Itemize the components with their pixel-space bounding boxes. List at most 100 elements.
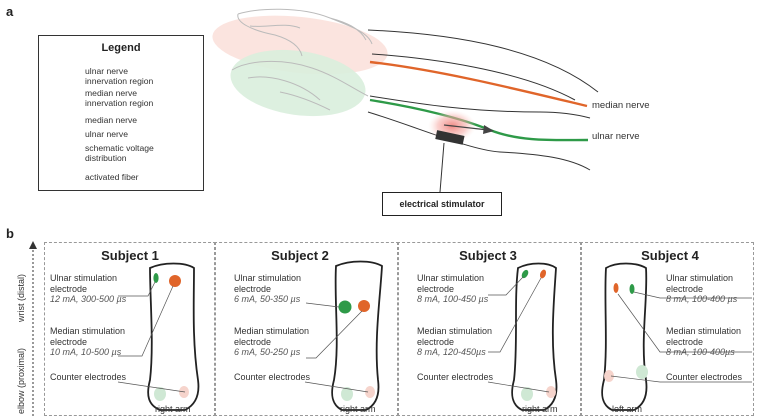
- subject-4-counter-electrode-ulnar: [636, 365, 648, 379]
- median-label: electrode: [50, 336, 88, 347]
- median-label: electrode: [234, 336, 272, 347]
- subject-1-counter-leader: [117, 381, 186, 393]
- activated-fiber-arrowhead: [483, 125, 494, 134]
- ulnar-params: 8 mA, 100-400 µs: [666, 294, 738, 304]
- activated-fiber-arrow: [443, 124, 489, 131]
- median-params: 6 mA, 50-250 µs: [234, 347, 301, 357]
- legend-label: innervation region: [85, 76, 154, 86]
- subject-2-counter-label: Counter electrodes: [234, 372, 311, 382]
- legend-label: ulnar nerve: [85, 66, 128, 76]
- legend-label: distribution: [85, 153, 127, 163]
- upper-arm-outline-2: [367, 29, 599, 93]
- subject-3-median-electrode: [539, 269, 547, 279]
- ulnar-nerve-label: ulnar nerve: [592, 131, 640, 142]
- subject-4-box: [580, 242, 754, 416]
- subject-4-ulnar-electrode: [629, 284, 635, 294]
- subject-3-median-annotation: Median stimulation electrode 8 mA, 120-4…: [417, 326, 492, 358]
- subject-2-median-electrode: [358, 300, 370, 312]
- upper-hand-outline: [237, 8, 373, 57]
- subject-3-counter-label: Counter electrodes: [417, 372, 494, 382]
- legend-item-median-nerve: median nerve: [85, 115, 137, 125]
- subject-3-counter-electrode-ulnar: [521, 387, 533, 401]
- ulnar-params: 6 mA, 50-350 µs: [234, 294, 301, 304]
- legend-item-ulnar-nerve: ulnar nerve: [85, 129, 128, 139]
- subject-2-title: Subject 2: [271, 248, 329, 263]
- subject-2-counter-electrode-ulnar: [341, 387, 353, 401]
- subject-1-title: Subject 1: [101, 248, 159, 263]
- subject-4-median-annotation: Median stimulation electrode 8 mA, 100-4…: [666, 326, 741, 358]
- lower-arm-outline-2: [369, 95, 591, 119]
- median-nerve-label: median nerve: [592, 100, 650, 111]
- subject-1-median-electrode: [169, 275, 181, 287]
- stimulator-lead: [439, 142, 445, 193]
- proximal-distal-axis: [29, 241, 37, 416]
- median-label: Median stimulation: [666, 326, 742, 336]
- legend-item-activated-fiber: activated fiber: [85, 172, 139, 182]
- subject-2-median-leader: [306, 310, 363, 359]
- subject-1-counter-label: Counter electrodes: [50, 372, 127, 382]
- subject-4-forearm: [601, 262, 648, 411]
- ulnar-label: Ulnar stimulation: [234, 273, 302, 283]
- subject-3-forearm: [511, 262, 558, 411]
- ulnar-label: electrode: [234, 283, 272, 294]
- subject-1-ulnar-electrode: [153, 273, 159, 283]
- subject-3-title: Subject 3: [459, 248, 517, 263]
- median-label: Median stimulation: [417, 326, 493, 336]
- legend-label: ulnar nerve: [85, 129, 128, 139]
- lower-hand-outline: [231, 61, 369, 111]
- ulnar-label: Ulnar stimulation: [50, 273, 118, 283]
- ulnar-label: Ulnar stimulation: [417, 273, 485, 283]
- ulnar-innervation-region: [230, 49, 366, 117]
- median-params: 8 mA, 100-400µs: [666, 347, 735, 357]
- subject-1-forearm: [147, 262, 200, 411]
- subject-2-counter-electrode-median: [365, 386, 375, 398]
- subject-3-ulnar-electrode: [521, 269, 529, 279]
- subject-3-counter-leader: [487, 381, 550, 393]
- legend-label: median nerve: [85, 115, 138, 125]
- lower-arm-outline: [367, 111, 591, 171]
- subject-2-forearm: [331, 260, 383, 411]
- subject-4-counter-electrode-median: [604, 370, 614, 382]
- subject-4-counter-label: Counter electrodes: [666, 372, 743, 382]
- legend-item-median-region: median nerve innervation region: [85, 88, 153, 108]
- panel-b-letter: b: [6, 226, 14, 241]
- ulnar-label: Ulnar stimulation: [666, 273, 734, 283]
- electrical-stimulator-box: electrical stimulator: [382, 192, 502, 216]
- subject-3-ulnar-leader: [488, 276, 524, 296]
- subject-1-median-annotation: Median stimulation electrode 10 mA, 10-5…: [50, 326, 125, 358]
- legend-title: Legend: [101, 42, 141, 54]
- subject-2-ulnar-electrode: [338, 300, 352, 314]
- legend-item-voltage: schematic voltage distribution: [85, 143, 154, 163]
- legend-label: activated fiber: [85, 172, 139, 182]
- ulnar-label: electrode: [666, 283, 704, 294]
- subject-1-median-leader: [118, 285, 174, 357]
- subject-2-ulnar-annotation: Ulnar stimulation electrode 6 mA, 50-350…: [234, 273, 301, 305]
- subject-2-box: [214, 242, 399, 416]
- ulnar-params: 8 mA, 100-450 µs: [417, 294, 489, 304]
- median-params: 10 mA, 10-500 µs: [50, 347, 122, 357]
- subject-3-median-leader: [488, 277, 542, 353]
- subject-4-median-electrode: [613, 283, 619, 293]
- subject-2-arm-label: right arm: [340, 404, 376, 414]
- median-nerve-path: [369, 60, 588, 108]
- median-label: electrode: [417, 336, 455, 347]
- legend-label: schematic voltage: [85, 143, 154, 153]
- subject-1-box: [44, 242, 216, 416]
- subject-1-arm-label: right arm: [155, 404, 191, 414]
- legend-label: innervation region: [85, 98, 154, 108]
- subject-3-counter-electrode-median: [546, 386, 556, 398]
- subject-4-counter-leader: [610, 375, 752, 383]
- panel-a-letter: a: [6, 4, 14, 19]
- subject-1-ulnar-leader: [118, 281, 156, 297]
- subject-4-arm-label: left arm: [612, 404, 643, 414]
- electrode-pad: [435, 130, 465, 145]
- subject-1-ulnar-annotation: Ulnar stimulation electrode 12 mA, 300-5…: [50, 273, 126, 305]
- subject-3-ulnar-annotation: Ulnar stimulation electrode 8 mA, 100-45…: [417, 273, 488, 305]
- subject-1-counter-electrode-ulnar: [154, 387, 166, 401]
- subject-4-ulnar-leader: [633, 291, 752, 299]
- median-label: Median stimulation: [50, 326, 126, 336]
- ulnar-label: electrode: [417, 283, 455, 294]
- subject-2-median-annotation: Median stimulation electrode 6 mA, 50-25…: [234, 326, 309, 358]
- subject-2-ulnar-leader: [305, 302, 340, 308]
- upper-arm-outline: [371, 53, 576, 101]
